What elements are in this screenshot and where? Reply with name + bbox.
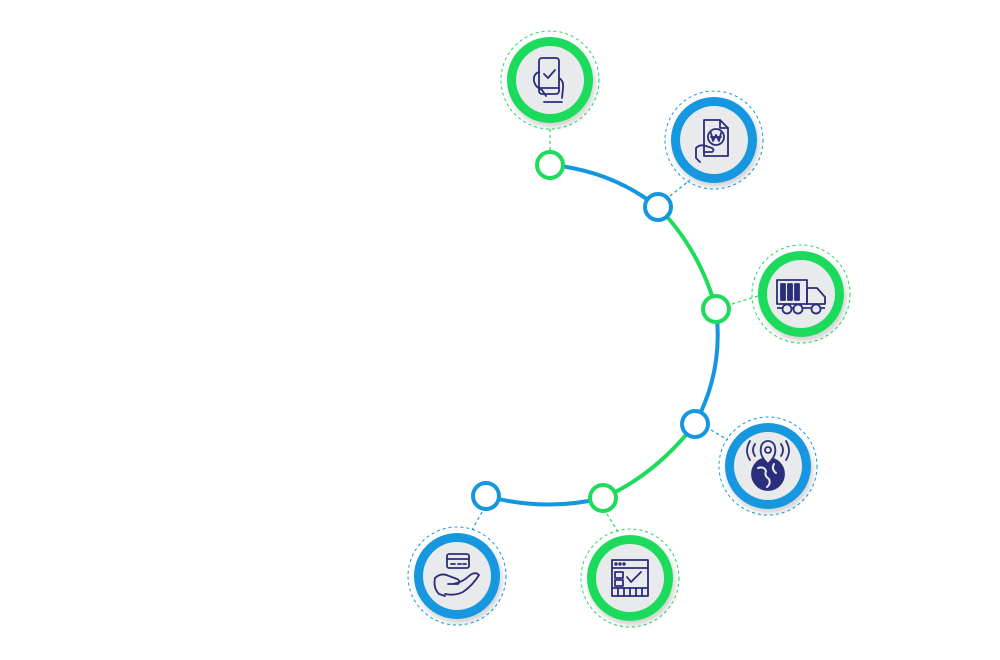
step-1 (500, 30, 600, 130)
arc-segment-5 (485, 494, 604, 507)
step-3-dashed-ring (751, 244, 851, 344)
arc-node-5 (588, 483, 618, 513)
arc-node-3 (701, 294, 731, 324)
step-1-inner (516, 46, 584, 114)
step-6-inner (423, 542, 491, 610)
arc-node-1 (535, 150, 565, 180)
step-6 (407, 526, 507, 626)
connector-2 (669, 179, 691, 197)
step-5 (580, 528, 680, 628)
timeline-arc (485, 163, 720, 507)
step-2-dashed-ring (664, 90, 764, 190)
arc-nodes (471, 150, 731, 513)
arc-node-2 (643, 192, 673, 222)
won-invoice-icon (695, 119, 729, 163)
connector-3 (731, 295, 759, 305)
step-3 (751, 244, 851, 344)
card-hand-icon (433, 553, 480, 597)
arc-segment-4 (602, 422, 697, 500)
step-4 (718, 416, 818, 516)
step-6-dashed-ring (407, 526, 507, 626)
step-1-dashed-ring (500, 30, 600, 130)
connector-5 (606, 513, 619, 533)
step-4-dashed-ring (718, 416, 818, 516)
connectors (471, 128, 759, 533)
arc-node-6 (471, 481, 501, 511)
delivery-truck-icon (776, 279, 826, 315)
arc-segment-1 (549, 163, 660, 209)
connector-6 (471, 511, 483, 531)
browser-check-icon (611, 559, 649, 597)
arc-segment-3 (693, 308, 720, 425)
arc-segment-2 (656, 205, 718, 310)
step-2 (664, 90, 764, 190)
arc-node-4 (680, 409, 710, 439)
phone-check-icon (532, 57, 565, 103)
globe-location-icon (746, 440, 790, 491)
connector-4 (710, 429, 729, 441)
step-5-dashed-ring (580, 528, 680, 628)
step-5-inner (596, 544, 664, 612)
